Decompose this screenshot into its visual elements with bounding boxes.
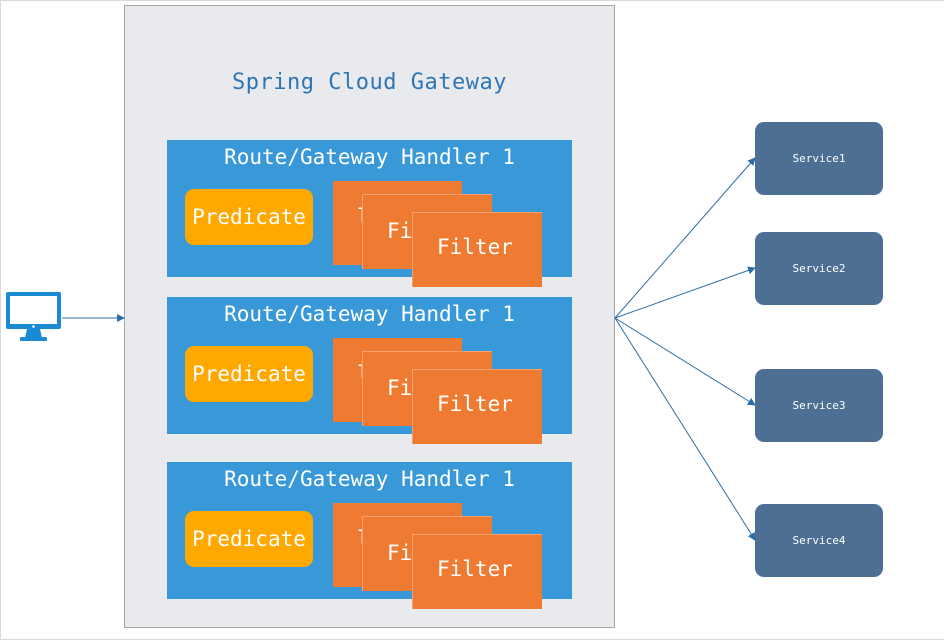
filter-box-front: Filter (412, 369, 542, 444)
frame-left-line (0, 0, 1, 640)
handler-title: Route/Gateway Handler 1 (224, 145, 515, 169)
filter-label: Filter (437, 557, 513, 581)
filter-box-front: Filter (412, 534, 542, 609)
computer-monitor-icon (6, 292, 61, 341)
filter-label: Fi (387, 541, 413, 565)
gateway-to-service3-arrow (614, 317, 756, 406)
predicate-box: Predicate (185, 189, 313, 245)
filter-label: Fi (387, 219, 413, 243)
filter-label: Filter (437, 392, 513, 416)
route-handler-2: Route/Gateway Handler 1 Predicate l Fi F… (167, 297, 572, 444)
service-box-1: Service1 (755, 122, 883, 195)
route-handler-3: Route/Gateway Handler 1 Predicate l Fi F… (167, 462, 572, 609)
service-box-2: Service2 (755, 232, 883, 305)
service-box-4: Service4 (755, 504, 883, 577)
predicate-box: Predicate (185, 511, 313, 567)
filter-label: Fi (387, 376, 413, 400)
gateway-title: Spring Cloud Gateway (232, 70, 507, 95)
handler-title: Route/Gateway Handler 1 (224, 302, 515, 326)
gateway-to-service4-arrow (614, 317, 756, 541)
frame-top-line (0, 0, 944, 1)
route-handler-1: Route/Gateway Handler 1 Predicate l Fi F… (167, 140, 572, 287)
filter-box-front: Filter (412, 212, 542, 287)
gateway-to-service1-arrow (614, 157, 756, 319)
service-box-3: Service3 (755, 369, 883, 442)
handler-title: Route/Gateway Handler 1 (224, 467, 515, 491)
filter-label: Filter (437, 235, 513, 259)
gateway-to-service2-arrow (614, 266, 756, 319)
predicate-box: Predicate (185, 346, 313, 402)
